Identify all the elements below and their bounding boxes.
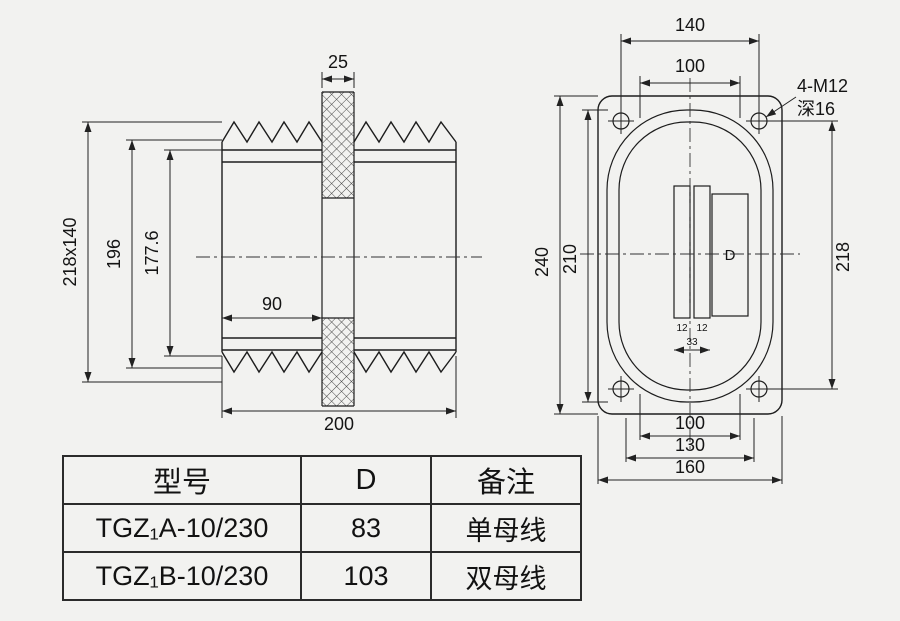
dim-top-width-25: 25 [321,52,355,88]
dim-width-200: 200 [221,356,457,434]
dim-height-210: 210 [560,109,608,403]
dim-label-130: 130 [675,435,705,455]
header-d: D [300,455,432,505]
hatched-conductor-bottom [322,318,354,407]
slot-dim-33: 33 [686,337,698,348]
dim-ext-lines [164,149,222,357]
bus-diameter-label: D [725,247,736,264]
dim-width-140: 140 [620,15,760,110]
cell-model-tgz1a: TGZ₁A-10/230 [62,503,302,553]
dim-width-160: 160 [597,416,783,484]
bolt-holes [608,108,772,402]
dim-ext-lines [321,72,355,88]
dim-label-218: 218 [833,242,853,272]
dim-label-240: 240 [532,247,552,277]
cell-d-tgz1b: 103 [300,551,432,601]
cell-d-tgz1a: 83 [300,503,432,553]
dim-label-177-6: 177.6 [142,230,162,275]
table-header-row: 型号 D 备注 [62,455,582,505]
dim-width-100-top: 100 [639,56,741,118]
dim-ext-lines [582,109,608,403]
insulator-body-outline [221,120,457,374]
dim-height-177-6: 177.6 [142,149,222,357]
dim-ext-lines [126,139,222,369]
dim-label-196: 196 [104,239,124,269]
dim-label-100-top: 100 [675,56,705,76]
table-row-tgz1a: TGZ₁A-10/230 83 单母线 [62,503,582,553]
slot-dim-12-left: 12 [676,323,688,334]
header-model: 型号 [62,455,302,505]
hatched-conductor-top [322,92,354,199]
conductor-column-outline [321,91,355,407]
dim-ext-lines [639,394,741,440]
dim-height-218: 218 [768,120,853,390]
dim-label-100-bottom: 100 [675,413,705,433]
dim-label-25: 25 [328,52,348,72]
dim-width-130: 130 [625,418,755,462]
cell-note-tgz1a: 单母线 [430,503,582,553]
front-view: D 140 100 4-M12 深16 [532,15,853,484]
callout-leader-line [765,96,797,118]
busbar-slot-right [693,185,711,319]
busbar-opening [711,193,749,317]
dim-ext-lines [620,34,760,110]
busbar-slot-left [673,185,691,319]
dim-height-196: 196 [104,139,222,369]
dim-label-218x140: 218x140 [60,217,80,286]
cell-model-tgz1b: TGZ₁B-10/230 [62,551,302,601]
dim-width-100-bottom: 100 [639,394,741,440]
dim-label-160: 160 [675,457,705,477]
cell-note-tgz1b: 双母线 [430,551,582,601]
bolt-callout: 4-M12 深16 [765,76,848,119]
dim-label-90: 90 [262,294,282,314]
dim-ext-lines [82,121,222,383]
dim-label-210: 210 [560,244,580,274]
dim-overall-218x140: 218x140 [60,121,222,383]
slot-dim-12-right: 12 [696,323,708,334]
dim-ext-lines [768,120,838,390]
bolt-hole-centermarks [608,108,772,402]
bolt-callout-size: 4-M12 [797,76,848,96]
dim-label-140: 140 [675,15,705,35]
bolt-callout-depth: 深16 [797,99,835,119]
header-note: 备注 [430,455,582,505]
table-row-tgz1b: TGZ₁B-10/230 103 双母线 [62,551,582,601]
dim-width-90: 90 [222,294,322,322]
side-view: 25 218x140 196 177.6 90 200 [60,52,482,434]
dim-height-240: 240 [532,95,598,415]
spec-table: 型号 D 备注 TGZ₁A-10/230 83 单母线 TGZ₁B-10/230… [62,455,582,601]
dim-ext-lines [597,416,783,484]
dim-label-200: 200 [324,414,354,434]
slot-dims: 12 12 33 [674,323,710,354]
